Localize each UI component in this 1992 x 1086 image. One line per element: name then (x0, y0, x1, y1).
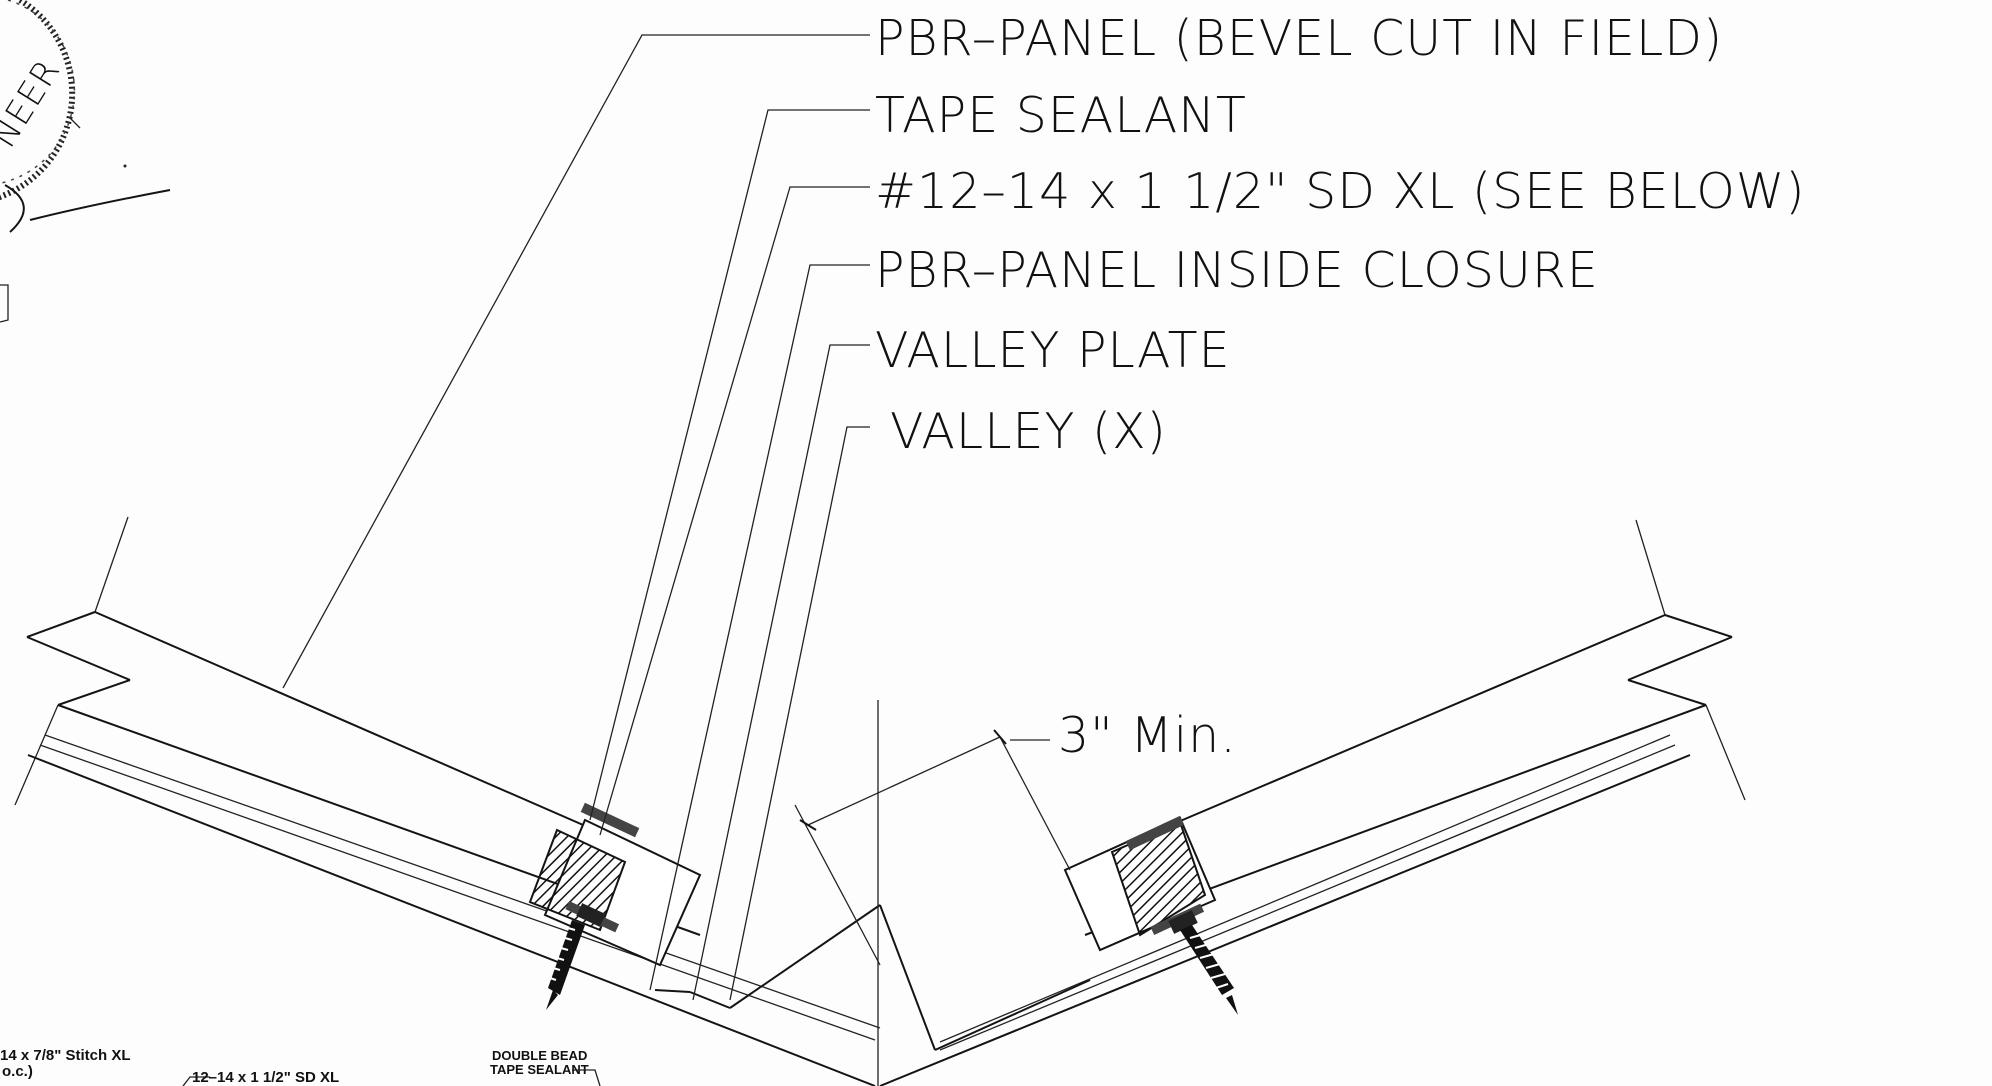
callout-pbr-panel: PBR–PANEL (BEVEL CUT IN FIELD) (875, 10, 1723, 67)
three-inch-min-dimension (794, 729, 1071, 966)
left-inside-closure (528, 802, 702, 967)
note-tape-sealant: TAPE SEALANT (490, 1062, 589, 1077)
left-roof-panel (14, 516, 881, 1086)
right-inside-closure (1063, 815, 1217, 952)
valley-plate (654, 700, 1091, 1086)
seal-text: NEER (0, 52, 69, 155)
callout-sd-screw: #12–14 x 1 1/2" SD XL (SEE BELOW) (875, 163, 1805, 220)
note-spacing: o.c.) (2, 1063, 33, 1080)
left-sd-screw (543, 903, 606, 1010)
callout-valley-x: VALLEY (X) (890, 403, 1167, 460)
dimension-label: 3" Min. (1058, 707, 1237, 764)
callout-tape-sealant: TAPE SEALANT (875, 87, 1247, 144)
engineer-seal-stamp: NEER (0, 0, 171, 323)
callout-valley-plate: VALLEY PLATE (875, 322, 1231, 379)
leader-lines (282, 34, 870, 1001)
right-sd-screw (1168, 910, 1238, 1015)
note-double-bead: DOUBLE BEAD (492, 1048, 587, 1063)
note-sd-screw: 12–14 x 1 1/2" SD XL (192, 1069, 339, 1086)
right-roof-panel (879, 519, 1746, 1086)
note-stitch-screw: 14 x 7/8" Stitch XL (0, 1047, 131, 1064)
callout-inside-closure: PBR–PANEL INSIDE CLOSURE (875, 242, 1599, 299)
